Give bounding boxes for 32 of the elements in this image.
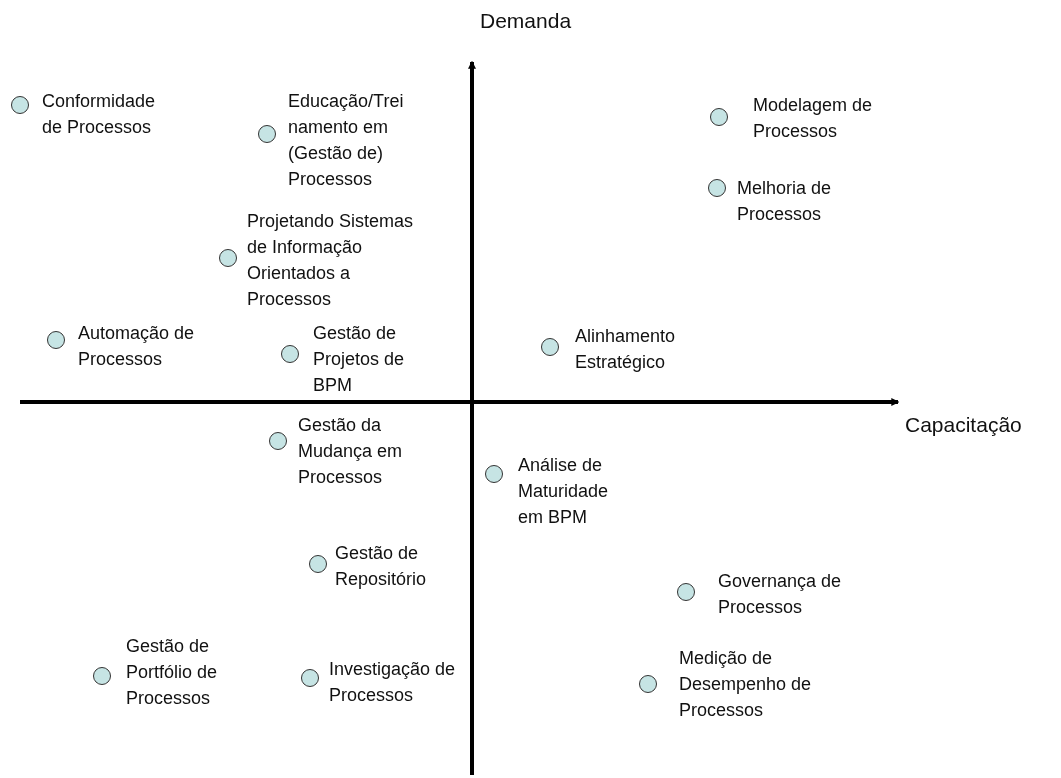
circle-marker bbox=[708, 179, 726, 197]
circle-marker bbox=[639, 675, 657, 693]
circle-marker bbox=[485, 465, 503, 483]
point-label: Modelagem de Processos bbox=[753, 94, 874, 143]
point-label: Conformidade de Processos bbox=[42, 90, 157, 139]
circle-marker bbox=[219, 249, 237, 267]
point-label: Melhoria de Processos bbox=[737, 177, 833, 226]
circle-marker bbox=[309, 555, 327, 573]
circle-marker bbox=[47, 331, 65, 349]
y-axis-label: Demanda bbox=[480, 8, 572, 34]
point-label: Gestão de Projetos de BPM bbox=[313, 322, 406, 397]
point-label: Investigação de Processos bbox=[329, 658, 457, 707]
circle-marker bbox=[541, 338, 559, 356]
point-label: Análise de Maturidade em BPM bbox=[518, 454, 610, 529]
circle-marker bbox=[710, 108, 728, 126]
point-label: Gestão da Mudança em Processos bbox=[298, 414, 404, 489]
circle-marker bbox=[11, 96, 29, 114]
point-label: Alinhamento Estratégico bbox=[575, 325, 677, 374]
circle-marker bbox=[93, 667, 111, 685]
circle-marker bbox=[677, 583, 695, 601]
circle-marker bbox=[281, 345, 299, 363]
circle-marker bbox=[258, 125, 276, 143]
point-label: Educação/Treinamento em (Gestão de) Processos bbox=[288, 90, 405, 191]
point-label: Medição de Desempenho de Processos bbox=[679, 647, 813, 722]
circle-marker bbox=[269, 432, 287, 450]
point-label: Projetando Sistemas de Informação Orientados a Processos bbox=[247, 210, 415, 311]
point-label: Automação de Processos bbox=[78, 322, 196, 371]
point-label: Governança de Processos bbox=[718, 570, 843, 619]
circle-marker bbox=[301, 669, 319, 687]
point-label: Gestão de Repositório bbox=[335, 542, 428, 591]
x-axis-label: Capacitação bbox=[905, 412, 1022, 438]
point-label: Gestão de Portfólio de Processos bbox=[126, 635, 219, 710]
